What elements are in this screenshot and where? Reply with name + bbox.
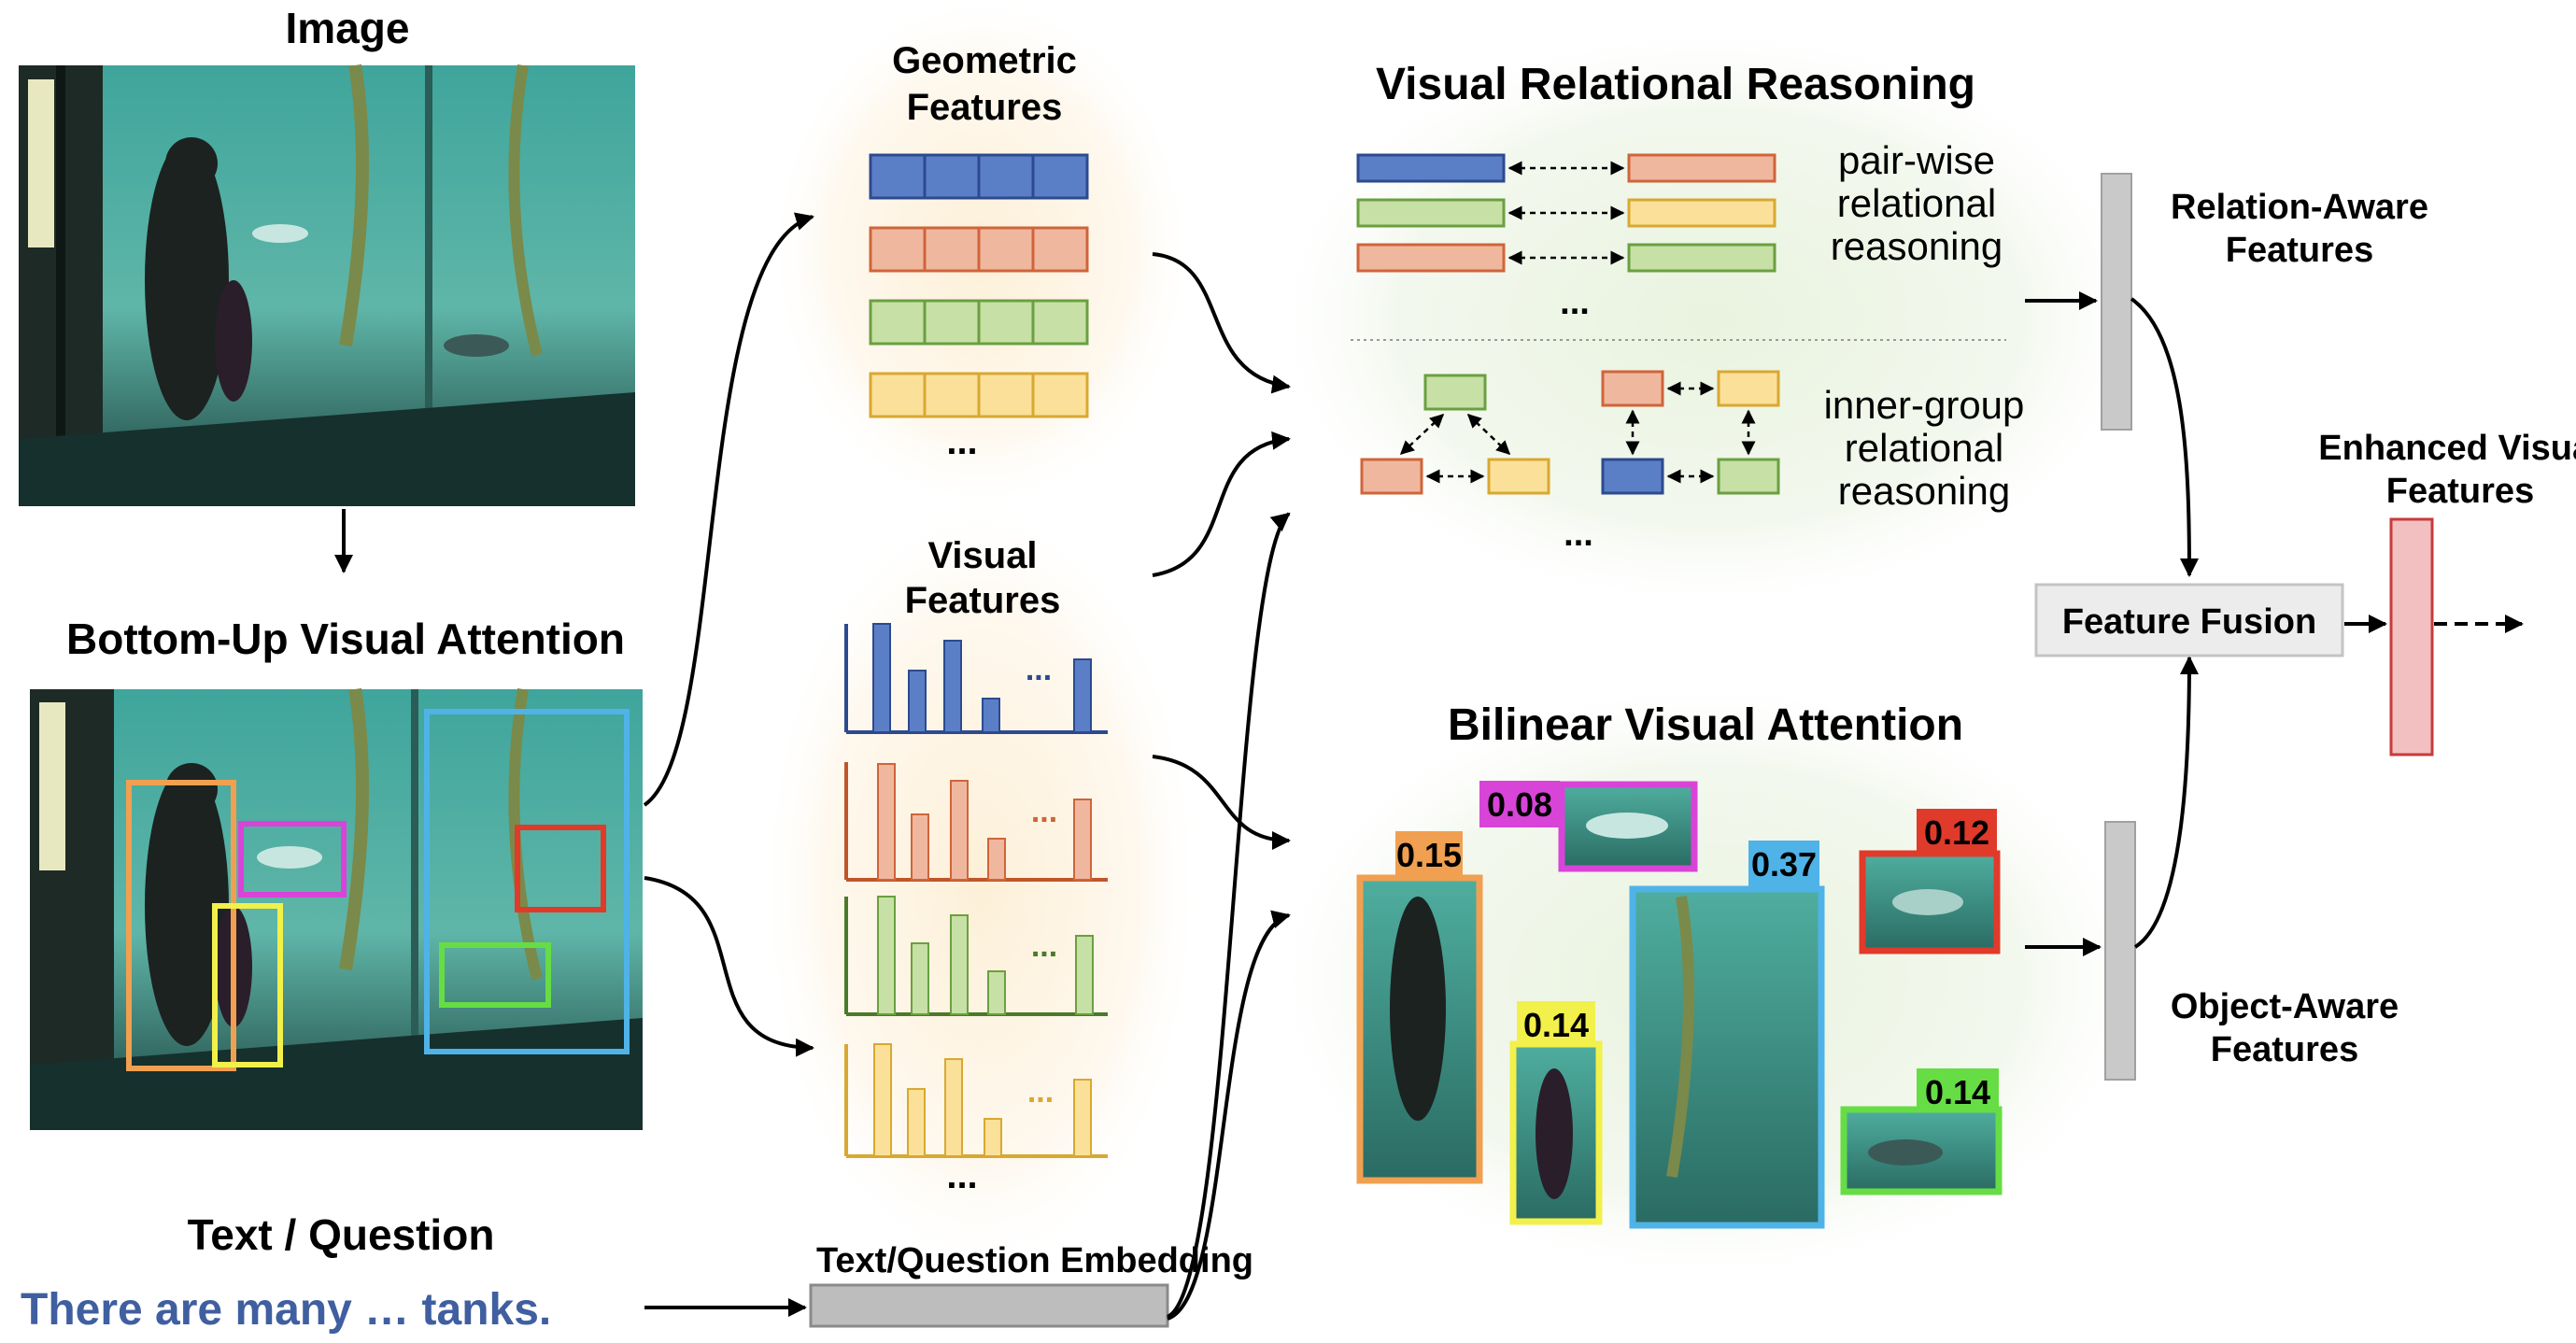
- crop-blue: [1629, 885, 1825, 1229]
- visual-ellipsis: ...: [946, 1155, 977, 1196]
- question-text: There are many … tanks.: [21, 1285, 551, 1335]
- visual-title-line1: Visual: [927, 535, 1037, 576]
- detection-box-yellow: [212, 903, 283, 1067]
- pair-left-green: [1356, 198, 1506, 228]
- weight-tag-orange: [1395, 831, 1463, 878]
- geometric-vector-yellow: [869, 372, 1089, 418]
- object-aware-line1: Object-Aware: [2171, 987, 2399, 1026]
- embedding-label: Text/Question Embedding: [816, 1241, 1253, 1280]
- detection-box-orange: [126, 780, 236, 1071]
- weight-orange: 0.15: [1396, 836, 1462, 874]
- relation-aware-line2: Features: [2226, 231, 2373, 270]
- object-to-fusion-arrow: [2133, 656, 2199, 949]
- group2-node-tl: [1601, 370, 1664, 407]
- visual-histogram-yellow: ...: [844, 1043, 1108, 1158]
- geometric-title-line1: Geometric: [892, 40, 1077, 81]
- crop-magenta-fish: [1586, 813, 1668, 839]
- pair-left-blue: [1356, 153, 1506, 183]
- embedding-to-bilinear-arrow: [1167, 910, 1291, 1321]
- object-aware-bar: [2104, 821, 2136, 1081]
- visual-histogram-orange: ...: [844, 762, 1108, 882]
- geometric-vector-blue: [869, 153, 1089, 200]
- detection-box-blue: [424, 709, 630, 1054]
- enhanced-feature-bar: [2389, 517, 2434, 756]
- attention-to-geometric-arrow: [643, 212, 814, 807]
- image-title: Image: [286, 4, 410, 52]
- detection-box-red: [515, 825, 606, 912]
- bilinear-title: Bilinear Visual Attention: [1448, 700, 1963, 750]
- attention-title: Bottom-Up Visual Attention: [66, 615, 625, 663]
- text-question-title: Text / Question: [188, 1210, 495, 1259]
- detection-box-green: [439, 942, 551, 1008]
- crop-blue-kelp: [1666, 896, 1694, 1178]
- object-aware-line2: Features: [2211, 1030, 2358, 1069]
- pairwise-label-line1: pair-wise: [1838, 138, 1995, 182]
- geometric-vector-green: [869, 299, 1089, 346]
- geometric-title-line2: Features: [907, 87, 1063, 128]
- inner-label-line1: inner-group: [1824, 383, 2025, 427]
- geometric-to-relational-arrow: [1152, 252, 1291, 394]
- pairwise-label-line2: relational: [1837, 181, 1996, 225]
- visual-histogram-blue: ...: [844, 623, 1108, 734]
- group1-node-right: [1487, 458, 1550, 495]
- geometric-ellipsis: ...: [946, 421, 977, 462]
- detection-box-magenta: [238, 821, 347, 898]
- svg-text:...: ...: [1031, 794, 1057, 829]
- inner-label-line3: reasoning: [1838, 469, 2010, 513]
- visual-title-line2: Features: [905, 580, 1061, 621]
- inner-label-line2: relational: [1845, 426, 2003, 470]
- visual-to-bilinear-arrow: [1152, 755, 1291, 850]
- text-embedding-bar: [809, 1283, 1169, 1328]
- svg-text:...: ...: [1031, 928, 1057, 964]
- relational-title: Visual Relational Reasoning: [1376, 60, 1975, 109]
- relation-aware-bar: [2101, 173, 2132, 431]
- weight-yellow: 0.14: [1523, 1006, 1589, 1044]
- feature-fusion-label: Feature Fusion: [2062, 602, 2316, 642]
- attention-to-visual-arrow: [644, 876, 814, 1057]
- pairwise-ellipsis: ...: [1560, 283, 1590, 322]
- aquarium-image: [19, 64, 635, 506]
- crop-yellow-child: [1536, 1068, 1573, 1199]
- feature-fusion-box: [2034, 583, 2344, 657]
- crop-orange-person: [1390, 897, 1446, 1121]
- visual-glow: [757, 495, 1205, 1279]
- svg-text:...: ...: [1027, 1074, 1054, 1110]
- embedding-to-relational-arrow: [1166, 512, 1291, 1319]
- enhanced-line2: Features: [2386, 472, 2534, 511]
- weight-tag-blue: [1748, 841, 1819, 887]
- group2-node-bl: [1601, 458, 1664, 495]
- weight-green: 0.14: [1925, 1073, 1990, 1111]
- pair-right-green: [1627, 243, 1776, 273]
- group2-node-br: [1717, 458, 1780, 495]
- group1-node-top: [1423, 374, 1487, 411]
- crop-red-fish: [1892, 889, 1963, 915]
- weight-tag-red: [1917, 809, 1997, 855]
- crop-green-fish: [1868, 1139, 1943, 1166]
- relation-aware-line1: Relation-Aware: [2171, 188, 2428, 227]
- visual-histogram-green: ...: [844, 896, 1108, 1016]
- weight-magenta: 0.08: [1487, 785, 1552, 824]
- weight-tag-magenta: [1479, 781, 1560, 827]
- visual-to-relational-arrow: [1152, 431, 1291, 577]
- group2-node-tr: [1717, 370, 1780, 407]
- pair-right-yellow: [1627, 198, 1776, 228]
- geometric-vector-orange: [869, 226, 1089, 273]
- pairwise-label-line3: reasoning: [1831, 224, 2003, 268]
- svg-text:...: ...: [1026, 652, 1052, 687]
- inner-group-ellipsis: ...: [1564, 515, 1593, 554]
- pair-right-orange: [1627, 153, 1776, 183]
- weight-blue: 0.37: [1751, 845, 1817, 884]
- relation-to-fusion-arrow: [2130, 297, 2199, 577]
- weight-red: 0.12: [1924, 813, 1989, 852]
- pair-left-orange: [1356, 243, 1506, 273]
- weight-tag-yellow: [1517, 1001, 1595, 1048]
- group1-node-left: [1360, 458, 1423, 495]
- enhanced-line1: Enhanced Visual: [2318, 429, 2576, 468]
